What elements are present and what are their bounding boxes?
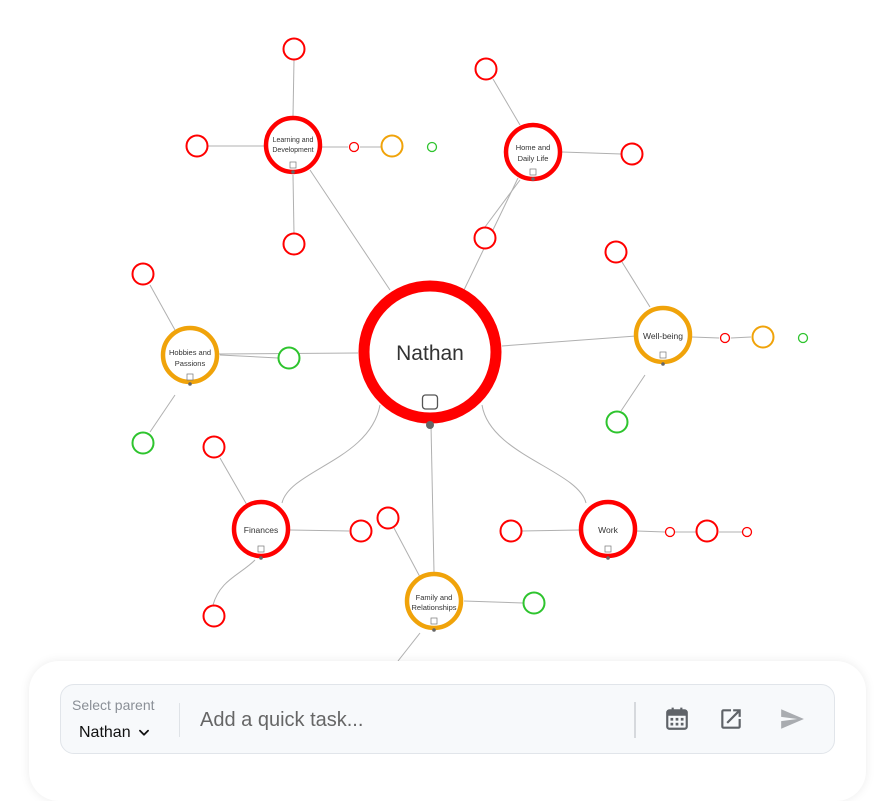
branch-node-family-and-relationships[interactable]: Family and Relationships xyxy=(404,571,464,632)
send-button[interactable] xyxy=(778,705,806,733)
parent-select-dropdown[interactable]: Nathan xyxy=(79,722,151,744)
leaf-node[interactable] xyxy=(131,431,155,455)
root-node-nathan[interactable]: Nathan xyxy=(358,280,502,429)
parent-select-value: Nathan xyxy=(79,724,131,741)
branch-node-well-being[interactable]: Well-being xyxy=(633,305,693,366)
leaf-node[interactable] xyxy=(605,410,629,434)
chevron-down-icon xyxy=(138,729,149,736)
branch-checkbox[interactable] xyxy=(529,168,537,176)
leaf-node[interactable] xyxy=(751,325,775,349)
leaf-node-small[interactable] xyxy=(348,141,360,153)
branch-node-finances[interactable]: Finances xyxy=(231,499,291,560)
leaf-node[interactable] xyxy=(282,232,306,256)
branch-checkbox[interactable] xyxy=(659,351,667,359)
divider xyxy=(634,702,636,738)
branch-checkbox[interactable] xyxy=(430,617,438,625)
leaf-node[interactable] xyxy=(620,142,644,166)
branch-label: Development xyxy=(272,147,313,154)
branch-node-learning-and-development[interactable]: Learning and Development xyxy=(263,115,323,175)
branch-label: Family and xyxy=(416,593,453,602)
branch-label: Home and xyxy=(516,143,551,152)
leaf-node-small[interactable] xyxy=(664,526,676,538)
branch-label: Daily Life xyxy=(518,154,549,163)
branch-node-work[interactable]: Work xyxy=(578,499,638,560)
leaf-node[interactable] xyxy=(376,506,400,530)
open-details-button[interactable] xyxy=(717,705,745,733)
leaf-node[interactable] xyxy=(695,519,719,543)
branch-label: Learning and xyxy=(273,137,314,144)
branch-label: Passions xyxy=(175,359,206,368)
send-icon xyxy=(781,709,804,729)
mind-map-canvas[interactable]: Nathan Learning and Development Home and… xyxy=(0,0,888,773)
root-checkbox[interactable] xyxy=(421,394,439,410)
leaf-node[interactable] xyxy=(131,262,155,286)
leaf-node[interactable] xyxy=(473,226,497,250)
leaf-node-small[interactable] xyxy=(741,526,753,538)
branch-label: Finances xyxy=(244,525,279,535)
open-in-new-icon xyxy=(721,709,741,729)
select-parent-label: Select parent xyxy=(72,697,155,713)
mind-map-edges xyxy=(149,59,752,662)
branch-label: Well-being xyxy=(643,331,683,341)
branch-checkbox[interactable] xyxy=(257,545,265,553)
leaf-node[interactable] xyxy=(202,604,226,628)
leaf-node[interactable] xyxy=(185,134,209,158)
leaf-node[interactable] xyxy=(277,346,301,370)
leaf-node-small[interactable] xyxy=(719,332,731,344)
leaf-node[interactable] xyxy=(604,240,628,264)
leaf-node[interactable] xyxy=(349,519,373,543)
branch-label: Work xyxy=(598,525,618,535)
leaf-node[interactable] xyxy=(474,57,498,81)
branch-checkbox[interactable] xyxy=(186,373,194,381)
leaf-node-small[interactable] xyxy=(797,332,809,344)
leaf-node-small[interactable] xyxy=(426,141,438,153)
quick-task-input[interactable] xyxy=(198,704,622,736)
leaf-node[interactable] xyxy=(499,519,523,543)
leaf-node[interactable] xyxy=(522,591,546,615)
leaf-node[interactable] xyxy=(282,37,306,61)
branch-label: Relationships xyxy=(411,603,456,612)
root-node-label: Nathan xyxy=(396,342,464,365)
root-expand-handle[interactable] xyxy=(426,421,434,429)
calendar-icon xyxy=(666,707,688,730)
divider xyxy=(179,703,180,737)
branch-checkbox[interactable] xyxy=(289,161,297,169)
branch-node-home-and-daily-life[interactable]: Home and Daily Life xyxy=(503,122,563,182)
branch-node-hobbies-and-passions[interactable]: Hobbies and Passions xyxy=(160,325,220,386)
leaf-node[interactable] xyxy=(202,435,226,459)
calendar-button[interactable] xyxy=(663,705,691,733)
leaf-node[interactable] xyxy=(380,134,404,158)
branch-checkbox[interactable] xyxy=(604,545,612,553)
branch-label: Hobbies and xyxy=(169,348,211,357)
